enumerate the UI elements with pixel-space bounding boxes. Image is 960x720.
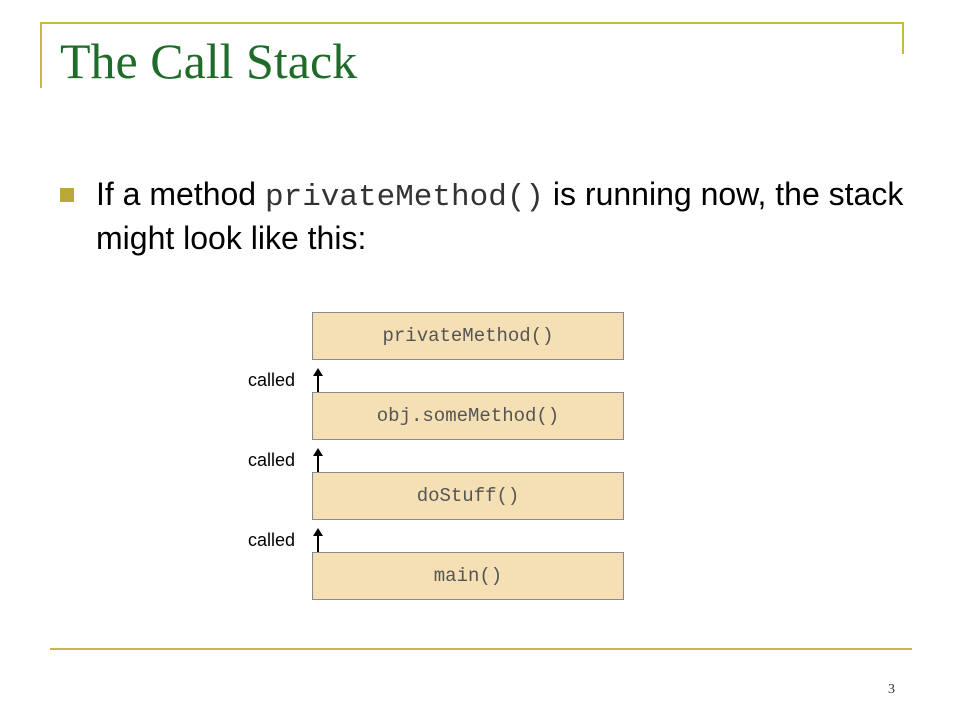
- left-border-line: [40, 22, 42, 88]
- stack-frame-main: main(): [312, 552, 624, 600]
- square-bullet-icon: [60, 188, 74, 202]
- bullet-text-after: is running now, the stack might look lik…: [96, 176, 904, 256]
- stack-frame-some-method: obj.someMethod(): [312, 392, 624, 440]
- called-label-2: called: [248, 450, 296, 470]
- slide-title: The Call Stack: [60, 33, 358, 89]
- top-border-line: [40, 22, 902, 24]
- right-border-line: [902, 22, 904, 54]
- bullet-text-before: If a method: [96, 176, 265, 212]
- page-number: 3: [888, 682, 895, 697]
- bullet-text: If a method privateMethod() is running n…: [96, 174, 920, 258]
- called-label-3: called: [248, 530, 296, 550]
- up-arrow-icon: [313, 528, 323, 552]
- called-label-1: called: [248, 370, 296, 390]
- stack-frame-private-method: privateMethod(): [312, 312, 624, 360]
- up-arrow-icon: [313, 368, 323, 392]
- up-arrow-icon: [313, 448, 323, 472]
- footer-divider: [50, 648, 912, 650]
- stack-frame-do-stuff: doStuff(): [312, 472, 624, 520]
- bullet-item: If a method privateMethod() is running n…: [60, 174, 920, 258]
- bullet-code: privateMethod(): [264, 180, 545, 215]
